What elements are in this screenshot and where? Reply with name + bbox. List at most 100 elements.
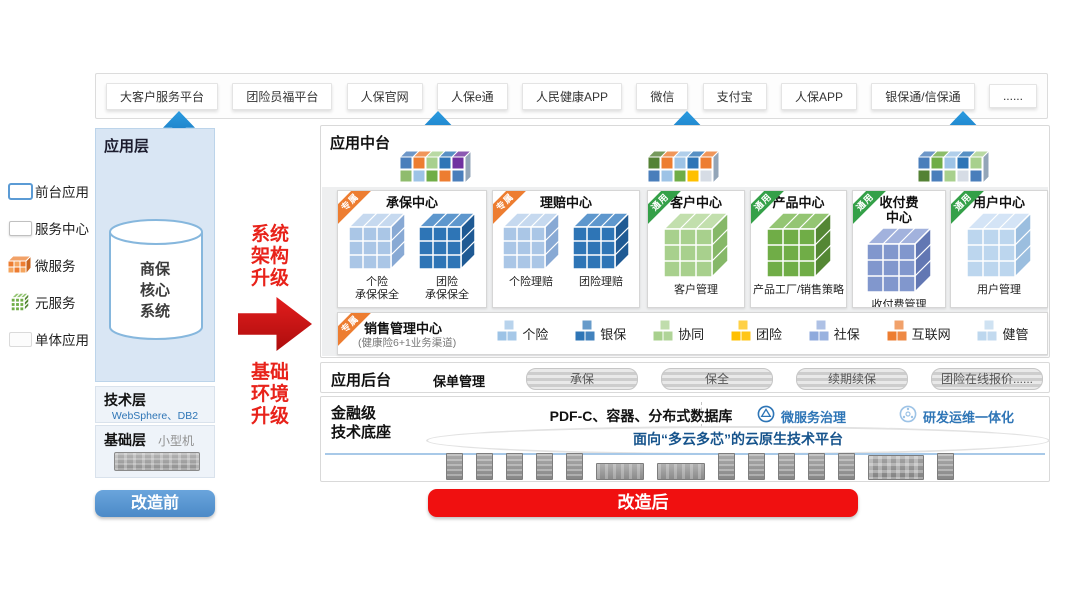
platform-8: 银保通/信保通 [871,82,975,110]
legend-item-2: 微服务 [5,254,89,276]
cube-cluster-icon [885,319,908,348]
channel-6: 健管 [975,319,1028,348]
cube-item: 个险理赔 [501,211,561,289]
cube-cluster-icon [573,319,596,348]
legend-label: 服务中心 [35,222,89,237]
tower-server-icon [937,453,954,480]
sales-center-subtitle: (健康险6+1业务渠道) [358,337,457,349]
cube-label: 个险 承保保全 [355,276,399,301]
service-cube-icon [347,211,407,274]
channel-label: 协同 [678,327,705,342]
service-cube-icon [417,211,477,274]
cube-item: 个险 承保保全 [347,211,407,302]
legend-label: 单体应用 [35,333,89,348]
system-upgrade-label: 系统 架构 升级 [250,224,289,289]
tech-base-box: 金融级 技术底座 PDF-C、容器、分布式数据库 微服务治理 研发运维一体化 面… [320,396,1050,482]
cube-item: 团险理赔 [571,211,631,289]
cube-label: 个险理赔 [509,276,553,288]
center-card-0: 专属承保中心个险 承保保全团险 承保保全 [337,190,487,308]
infra-upgrade-label: 基础 环境 升级 [250,362,289,427]
legend-label: 元服务 [35,296,76,311]
sales-center-title: 销售管理中心 [364,321,443,336]
tower-server-icon [446,453,463,480]
platform-7: 人保APP [780,82,857,110]
center-card-4: 通用收付费 中心收付费管理 [852,190,946,308]
center-card-1: 专属理赔中心个险理赔团险理赔 [492,190,640,308]
platform-1: 团险员福平台 [232,82,333,110]
channel-label: 健管 [1002,327,1029,342]
center-title: 客户中心 [669,195,722,210]
cube-label: 用户管理 [977,284,1021,296]
cube-mosaic-icon [398,149,473,188]
policy-management-label: 保单管理 [433,374,486,389]
cube-item: 团险 承保保全 [417,211,477,302]
cube-item: 客户管理 [662,211,730,297]
before-infra-layer: 基础层 小型机 [95,425,215,478]
before-app-layer: 应用层 商保 核心 系统 [95,128,215,382]
infra-layer-label: 基础层 [104,432,146,448]
devops-item: 研发运维一体化 [899,405,1014,428]
backend-item-3: 团险在线报价...... [931,368,1043,390]
cube-cluster-icon [495,319,518,348]
cube-row: 客户管理 [648,211,744,297]
sales-center-card: 专属 销售管理中心 (健康险6+1业务渠道) 个险 银保 协同 团险 社保 互联… [337,312,1048,355]
wide-server-icon [596,463,644,480]
core-system-cylinder-icon [107,217,205,348]
cube-label: 收付费管理 [871,299,927,308]
before-tech-layer: 技术层 WebSphere、DB2 [95,386,215,423]
after-transform-badge: 改造后 [428,489,858,517]
tower-server-icon [506,453,523,480]
tower-server-icon [778,453,795,480]
microservice-cube-icon [5,255,35,275]
cube-row: 产品工厂/销售策略 [751,211,846,297]
cube-row: 个险 承保保全团险 承保保全 [338,211,486,302]
metaservice-cube-icon [5,293,35,311]
channel-1: 银保 [573,319,626,348]
platform-5: 微信 [636,82,689,110]
platform-9: ...... [988,84,1037,108]
cube-row: 收付费管理 [853,226,945,308]
tech-stack-label: PDF-C、容器、分布式数据库 [549,408,733,424]
cube-mosaic-icon [646,149,721,188]
transform-right-arrow-icon [238,297,312,351]
platform-6: 支付宝 [702,82,767,110]
platform-3: 人保e通 [436,82,508,110]
center-title: 产品中心 [772,195,825,210]
center-card-3: 通用产品中心产品工厂/销售策略 [750,190,847,308]
tech-layer-detail: WebSphere、DB2 [111,410,199,422]
cube-cluster-icon [975,319,998,348]
before-transform-badge: 改造前 [95,490,215,517]
backend-item-1: 保全 [661,368,773,390]
backend-label: 应用后台 [331,372,392,389]
channel-label: 银保 [600,327,627,342]
middle-platform-label: 应用中台 [330,135,391,152]
governance-icon [757,405,775,428]
channel-3: 团险 [729,319,782,348]
center-card-5: 通用用户中心用户管理 [950,190,1048,308]
governance-label: 微服务治理 [781,410,847,425]
cube-cluster-icon [807,319,830,348]
channel-2: 协同 [651,319,704,348]
channel-label: 团险 [755,327,782,342]
center-title: 用户中心 [972,195,1025,210]
backend-item-0: 承保 [526,368,638,390]
backend-item-2: 续期续保 [796,368,908,390]
service-cube-icon [501,211,561,274]
center-title: 理赔中心 [539,195,592,210]
monolith-icon [5,331,35,347]
platform-0: 大客户服务平台 [106,82,219,110]
tower-server-icon [748,453,765,480]
microservice-governance-item: 微服务治理 [757,405,846,428]
center-title: 收付费 中心 [879,195,919,225]
tower-server-icon [718,453,735,480]
cube-item: 产品工厂/销售策略 [753,211,844,297]
service-cube-icon [662,211,730,282]
service-center-icon [5,220,35,236]
channel-4: 社保 [807,319,860,348]
legend-item-1: 服务中心 [5,217,89,239]
sales-channels: 个险 银保 协同 团险 社保 互联网 健管 [483,313,1041,354]
cube-label: 团险理赔 [579,276,623,288]
legend-item-3: 元服务 [5,291,89,313]
platform-divider-line [325,453,1045,455]
